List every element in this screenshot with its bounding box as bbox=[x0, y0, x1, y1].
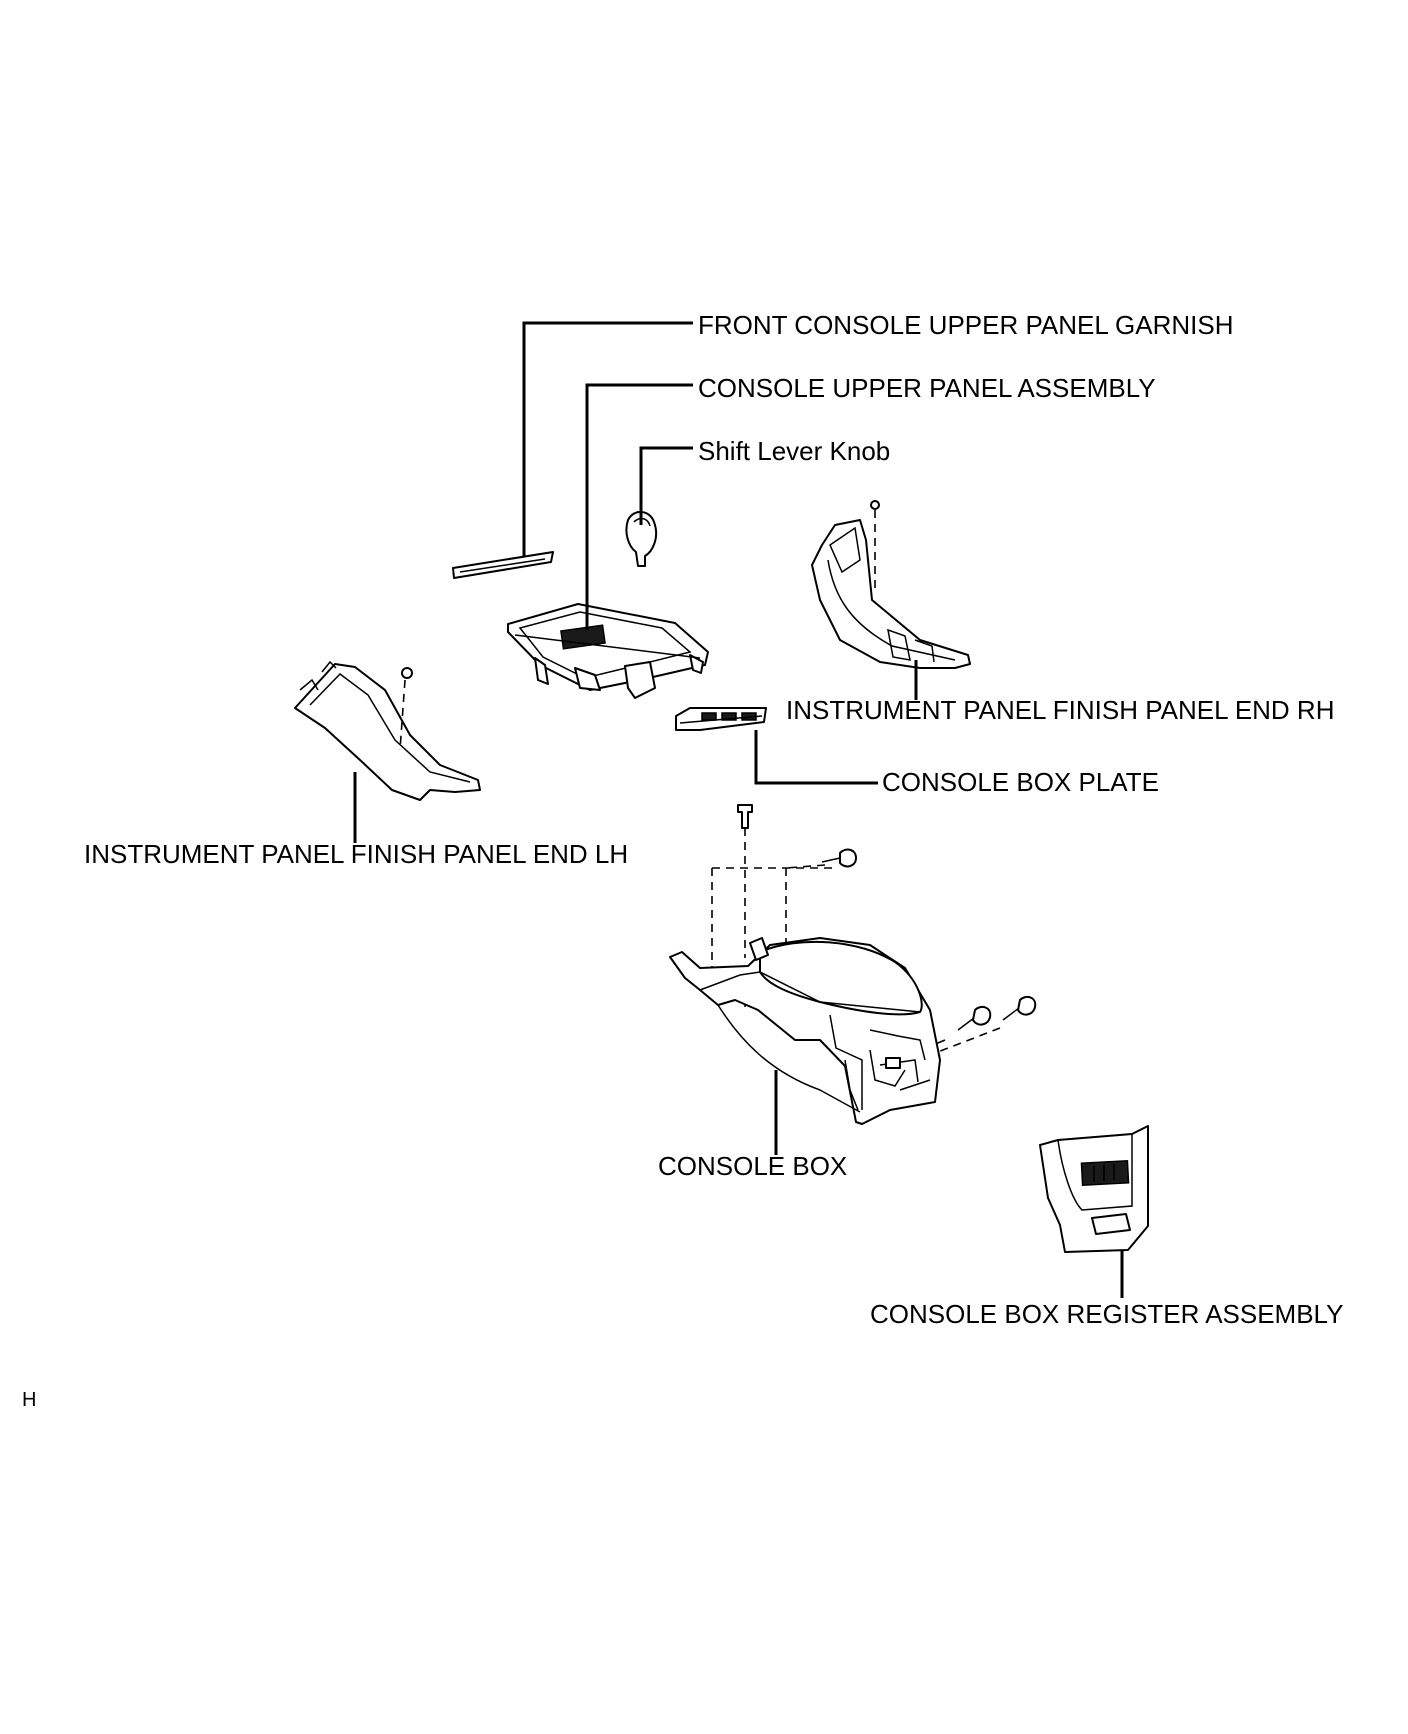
front-console-upper-panel-garnish-part bbox=[452, 551, 554, 579]
leader-console-box-plate bbox=[754, 730, 878, 785]
label-instrument-panel-finish-panel-end-lh: INSTRUMENT PANEL FINISH PANEL END LH bbox=[84, 839, 628, 869]
console-box-plate-part bbox=[675, 707, 767, 731]
console-box-register-assembly-part bbox=[1039, 1125, 1149, 1253]
screw-right-b bbox=[1017, 995, 1037, 1016]
leader-console-upper-panel-assembly bbox=[585, 383, 693, 630]
fasteners bbox=[737, 804, 1037, 1031]
label-console-box: CONSOLE BOX bbox=[658, 1151, 847, 1181]
label-console-box-plate: CONSOLE BOX PLATE bbox=[882, 767, 1159, 797]
label-console-upper-panel-assembly: CONSOLE UPPER PANEL ASSEMBLY bbox=[698, 373, 1156, 403]
screw-top bbox=[737, 804, 753, 829]
leader-shift-lever-knob bbox=[639, 446, 693, 525]
console-box-part bbox=[669, 937, 941, 1125]
console-upper-panel-assembly-part bbox=[507, 603, 709, 699]
label-instrument-panel-finish-panel-end-rh: INSTRUMENT PANEL FINISH PANEL END RH bbox=[786, 695, 1335, 725]
leader-front-console-upper-panel-garnish bbox=[522, 321, 693, 556]
corner-mark: H bbox=[22, 1389, 36, 1411]
shift-lever-knob-part bbox=[625, 511, 658, 567]
label-console-box-register-assembly: CONSOLE BOX REGISTER ASSEMBLY bbox=[870, 1299, 1343, 1329]
screw-right-upper bbox=[839, 848, 857, 868]
label-shift-lever-knob: Shift Lever Knob bbox=[698, 436, 890, 466]
instrument-panel-finish-panel-end-lh-part bbox=[294, 660, 481, 801]
screw-right-a bbox=[972, 1005, 992, 1026]
label-front-console-upper-panel-garnish: FRONT CONSOLE UPPER PANEL GARNISH bbox=[698, 310, 1234, 340]
instrument-panel-finish-panel-end-rh-part bbox=[811, 500, 971, 669]
